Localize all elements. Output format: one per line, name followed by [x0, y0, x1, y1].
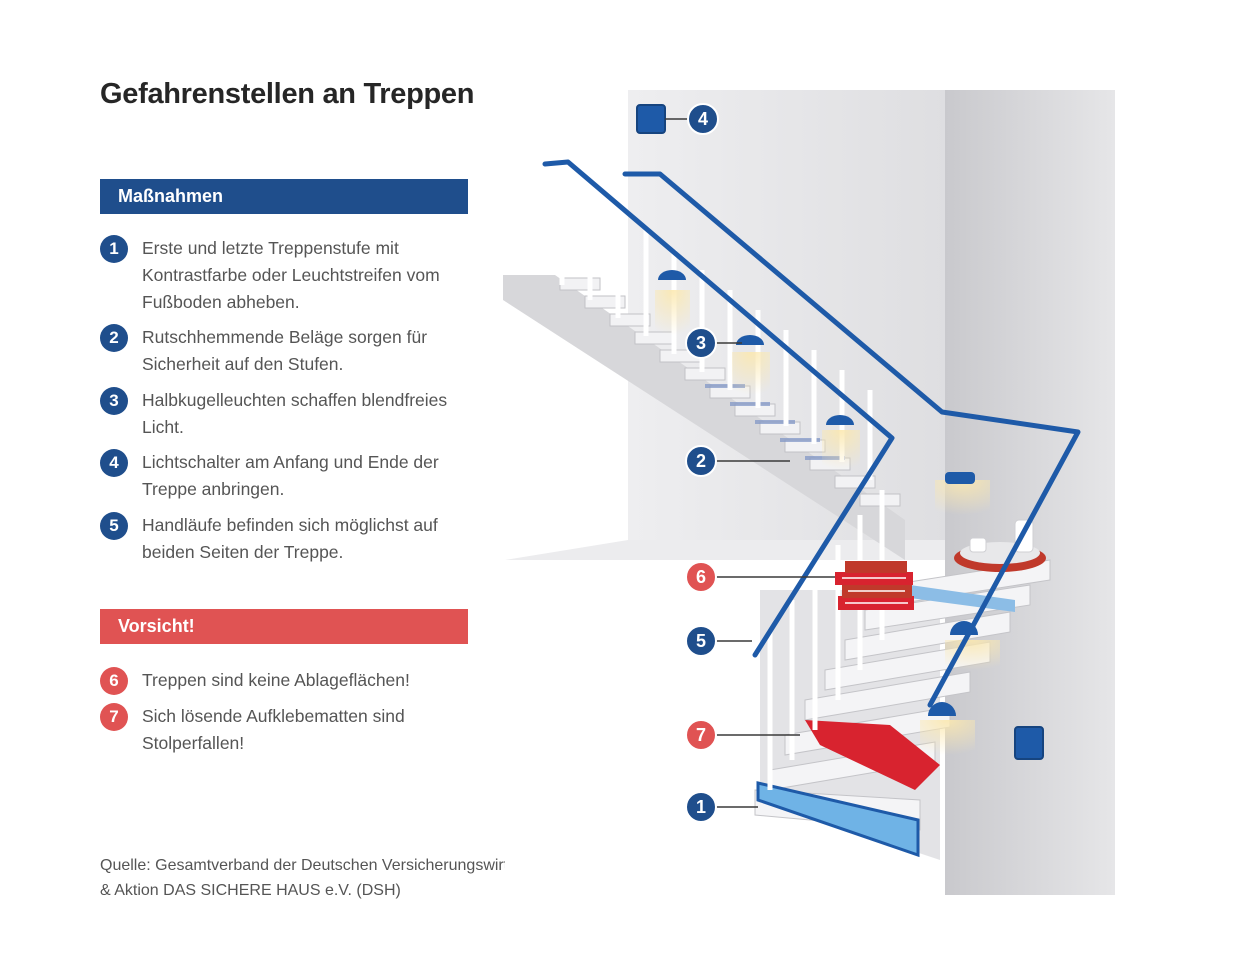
measure-text-3: Halbkugelleuchten schaffen blendfreies L…	[142, 390, 448, 437]
number-badge-4: 4	[100, 449, 128, 477]
handrails	[542, 159, 1081, 708]
light-switch-bottom	[1014, 726, 1044, 760]
loose-mat	[805, 720, 940, 790]
inner-handrail	[542, 159, 895, 658]
callout-badge-6: 6	[685, 561, 717, 593]
luminous-strip-step	[756, 781, 920, 858]
callout-lines	[665, 118, 835, 808]
caution-text-6: Treppen sind keine Ablageflächen!	[142, 670, 410, 690]
callout-badge-5: 5	[685, 625, 717, 657]
source-line-1: Quelle: Gesamtverband der Deutschen Vers…	[100, 857, 601, 874]
caution-text-7: Sich lösende Aufklebematten sind Stolper…	[142, 706, 405, 753]
dome-lights	[655, 270, 1000, 755]
number-badge-3: 3	[100, 387, 128, 415]
measures-header: Maßnahmen	[100, 179, 468, 214]
callout-label-3: 3	[696, 333, 706, 353]
callout-label-6: 6	[696, 567, 706, 587]
callout-badge-4: 4	[687, 103, 719, 135]
number-badge-7: 7	[100, 703, 128, 731]
lower-staircase	[754, 559, 1051, 860]
measure-text-1: Erste und letzte Treppenstufe mit Kontra…	[142, 238, 440, 312]
light-switch-top	[636, 104, 666, 134]
callout-label-1: 1	[696, 797, 706, 817]
page-title: Gefahrenstellen an Treppen	[100, 78, 475, 110]
measure-text-5: Handläufe befinden sich möglichst auf be…	[142, 515, 438, 562]
wall-handrail	[622, 171, 1081, 708]
callout-label-5: 5	[696, 631, 706, 651]
callout-badge-1: 1	[685, 791, 717, 823]
number-badge-5: 5	[100, 512, 128, 540]
source-line-2: & Aktion DAS SICHERE HAUS e.V. (DSH)	[100, 882, 401, 899]
callout-badge-2: 2	[685, 445, 717, 477]
book-stack	[835, 561, 914, 610]
measure-text-4: Lichtschalter am Anfang und Ende der Tre…	[142, 452, 439, 499]
callout-label-4: 4	[698, 109, 708, 129]
callout-badge-3: 3	[685, 327, 717, 359]
callout-label-2: 2	[696, 451, 706, 471]
number-badge-1: 1	[100, 235, 128, 263]
number-badge-2: 2	[100, 324, 128, 352]
callout-badge-7: 7	[685, 719, 717, 751]
callout-label-7: 7	[696, 725, 706, 745]
measure-text-2: Rutschhemmende Beläge sorgen für Sicherh…	[142, 327, 428, 374]
number-badge-6: 6	[100, 667, 128, 695]
caution-header: Vorsicht!	[100, 609, 468, 644]
source-note: Quelle: Gesamtverband der Deutschen Vers…	[100, 853, 660, 903]
